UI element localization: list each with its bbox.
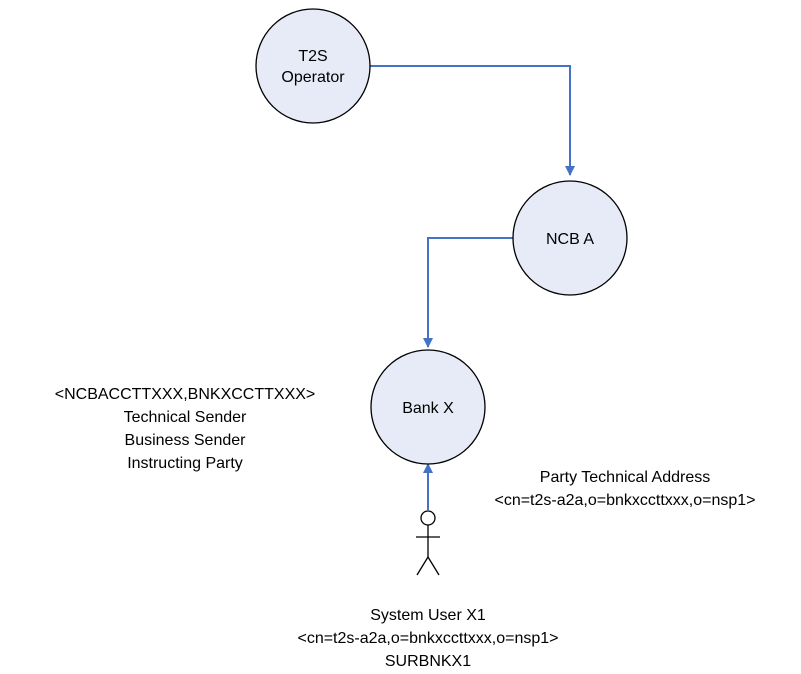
bank-x-role-technical-sender: Technical Sender xyxy=(123,409,247,426)
system-user-dn: <cn=t2s-a2a,o=bnkxccttxxx,o=nsp1> xyxy=(297,630,559,647)
node-bank-x-label: Bank X xyxy=(402,400,454,417)
system-user-name: System User X1 xyxy=(370,607,486,624)
bank-x-roles-label: <NCBACCTTXXX,BNKXCCTTXXX> Technical Send… xyxy=(0,383,370,475)
system-user-login: SURBNKX1 xyxy=(384,653,472,670)
party-technical-address-title: Party Technical Address xyxy=(539,469,711,486)
node-bank-x: Bank X xyxy=(370,349,486,465)
bank-x-role-business-sender: Business Sender xyxy=(124,432,246,449)
node-t2s-operator-line2: Operator xyxy=(281,69,345,86)
node-ncb-a: NCB A xyxy=(512,180,628,296)
connector-ncb-to-bank xyxy=(423,237,515,348)
system-user-actor-icon xyxy=(416,510,440,576)
bank-x-bic-pair: <NCBACCTTXXX,BNKXCCTTXXX> xyxy=(54,386,316,403)
node-t2s-operator-line1: T2S xyxy=(298,48,327,65)
connector-operator-to-ncb xyxy=(368,65,575,176)
party-technical-address-label: Party Technical Address <cn=t2s-a2a,o=bn… xyxy=(452,466,798,512)
system-user-label: System User X1 <cn=t2s-a2a,o=bnkxccttxxx… xyxy=(268,604,588,673)
node-t2s-operator: T2S Operator xyxy=(255,8,371,124)
party-technical-address-value: <cn=t2s-a2a,o=bnkxccttxxx,o=nsp1> xyxy=(494,492,756,509)
node-ncb-a-label: NCB A xyxy=(546,231,594,248)
bank-x-role-instructing-party: Instructing Party xyxy=(127,455,243,472)
